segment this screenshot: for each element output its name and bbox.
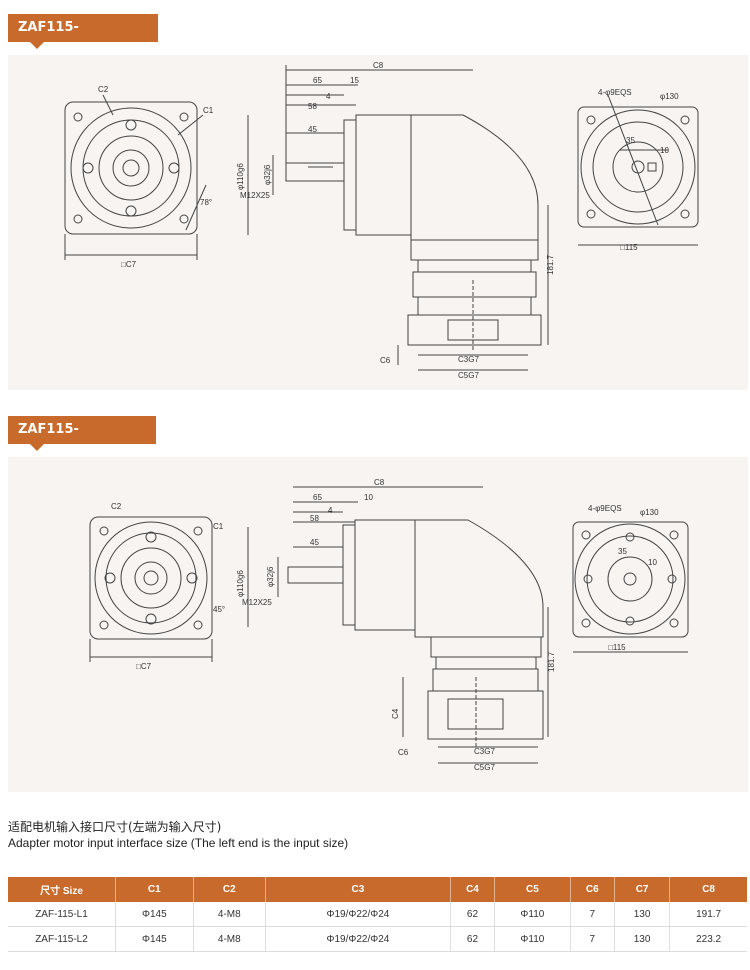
gearbox-body [414,519,544,638]
table-cell: Φ19/Φ22/Φ24 [265,902,451,927]
front-flange [64,101,198,235]
label-c3: C3G7 [458,355,479,364]
header-c8: C8 [669,877,747,902]
label-181: 181.7 [546,254,555,275]
table-header-row: 尺寸 Size C1 C2 C3 C4 C5 C6 C7 C8 [8,877,747,902]
label-c7: □C7 [136,662,152,671]
output-shaft [285,162,345,182]
label-dia32: φ32j6 [263,164,272,185]
label-c1: C1 [203,106,214,115]
label-c5: C5G7 [474,763,495,772]
note-chinese: 适配电机输入接口尺寸(左端为输入尺寸) [8,820,222,834]
label-58: 58 [308,102,317,111]
table-row: ZAF-115-L1 Φ145 4-M8 Φ19/Φ22/Φ24 62 Φ110… [8,902,747,927]
label-35: 35 [618,547,627,556]
label-10: 10 [648,558,657,567]
label-c5: C5G7 [458,371,479,380]
table-cell: 62 [450,926,496,952]
label-dia130: φ130 [660,92,679,101]
label-c3: C3G7 [474,747,495,756]
label-c6: C6 [398,748,409,757]
label-c8: C8 [374,478,385,487]
label-dia130: φ130 [640,508,659,517]
label-4: 4 [328,506,333,515]
table-cell: ZAF-115-L1 [8,902,116,927]
label-c2: C2 [98,85,109,94]
table-cell: 130 [614,902,671,927]
table-cell: 62 [450,902,496,927]
label-45: 45 [308,125,317,134]
header-c5: C5 [494,877,571,902]
table-cell: 130 [614,926,671,952]
gearbox-body [410,114,539,241]
spec-table: 尺寸 Size C1 C2 C3 C4 C5 C6 C7 C8 ZAF-115-… [8,877,747,952]
label-holes: 4-φ9EQS [598,88,632,97]
label-c1: C1 [213,522,224,531]
label-dia32: φ32j6 [266,566,275,587]
label-58: 58 [310,514,319,523]
label-thread: M12X25 [240,191,270,200]
label-dia110: φ110g6 [236,570,245,597]
table-cell: 191.7 [669,902,747,927]
technical-drawing-double: C2 C1 45° □C7 C8 65 10 4 58 45 φ110g6 φ3… [89,478,689,772]
table-cell: Φ145 [115,902,194,927]
input-flange [427,690,544,740]
label-c7: □C7 [121,260,137,269]
front-flange [89,516,213,640]
table-cell: Φ145 [115,926,194,952]
label-15: 15 [350,76,359,85]
drawing-panel-double: C2 C1 45° □C7 C8 65 10 4 58 45 φ110g6 φ3… [8,457,748,792]
label-c8: C8 [373,61,384,70]
table-cell: Φ110 [494,926,571,952]
label-angle: 45° [213,605,225,614]
note-english: Adapter motor input interface size (The … [8,836,349,850]
header-c6: C6 [570,877,615,902]
label-4: 4 [326,92,331,101]
section-title-double: ZAF115-L2[Double] [8,416,156,465]
table-cell: ZAF-115-L2 [8,926,116,952]
table-cell: Φ19/Φ22/Φ24 [265,926,451,952]
label-dia110: φ110g6 [236,163,245,190]
input-flange [407,314,542,346]
header-c3: C3 [265,877,451,902]
label-10: 10 [364,493,373,502]
header-c7: C7 [614,877,671,902]
label-10: 10 [660,146,669,155]
table-row: ZAF-115-L2 Φ145 4-M8 Φ19/Φ22/Φ24 62 Φ110… [8,926,747,952]
label-angle: 78° [200,198,212,207]
label-holes: 4-φ9EQS [588,504,622,513]
label-65: 65 [313,493,322,502]
table-cell: 7 [570,926,615,952]
technical-drawing-single: C2 C1 78° □C7 C8 65 15 4 58 45 φ110g6 φ3… [64,61,699,380]
header-size: 尺寸 Size [8,877,116,902]
header-c2: C2 [193,877,267,902]
label-thread: M12X25 [242,598,272,607]
table-cell: 4-M8 [193,926,267,952]
section-title-single: ZAF115-L1[Single] [8,14,158,63]
label-181: 181.7 [547,651,556,672]
drawing-panel-single: C2 C1 78° □C7 C8 65 15 4 58 45 φ110g6 φ3… [8,55,748,390]
front-outer-circle [70,107,192,229]
label-35: 35 [626,136,635,145]
label-65: 65 [313,76,322,85]
label-c2: C2 [111,502,122,511]
label-115: □115 [620,243,638,252]
label-c4: C4 [391,708,400,719]
table-cell: Φ110 [494,902,571,927]
header-c4: C4 [450,877,496,902]
header-c1: C1 [115,877,194,902]
rear-flange [572,521,689,638]
rear-flange [577,106,699,228]
table-cell: 223.2 [669,926,747,952]
table-cell: 7 [570,902,615,927]
label-45: 45 [310,538,319,547]
label-c6: C6 [380,356,391,365]
label-115: □115 [608,643,626,652]
table-cell: 4-M8 [193,902,267,927]
